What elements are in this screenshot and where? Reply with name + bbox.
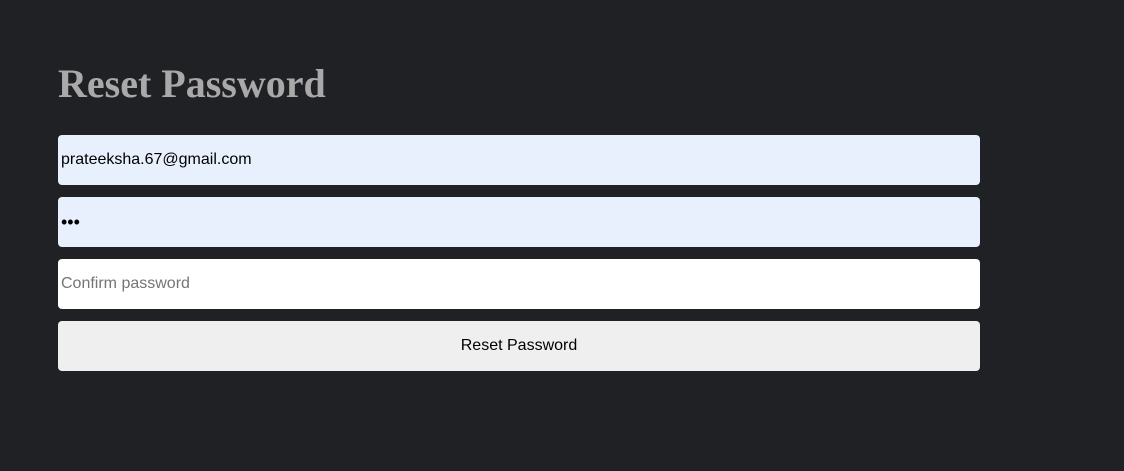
reset-password-button[interactable]: Reset Password (58, 321, 980, 371)
confirm-password-field[interactable] (58, 259, 980, 309)
page-title: Reset Password (58, 61, 326, 106)
reset-password-form: Reset Password (58, 135, 980, 371)
email-field[interactable] (58, 135, 980, 185)
new-password-field[interactable] (58, 197, 980, 247)
